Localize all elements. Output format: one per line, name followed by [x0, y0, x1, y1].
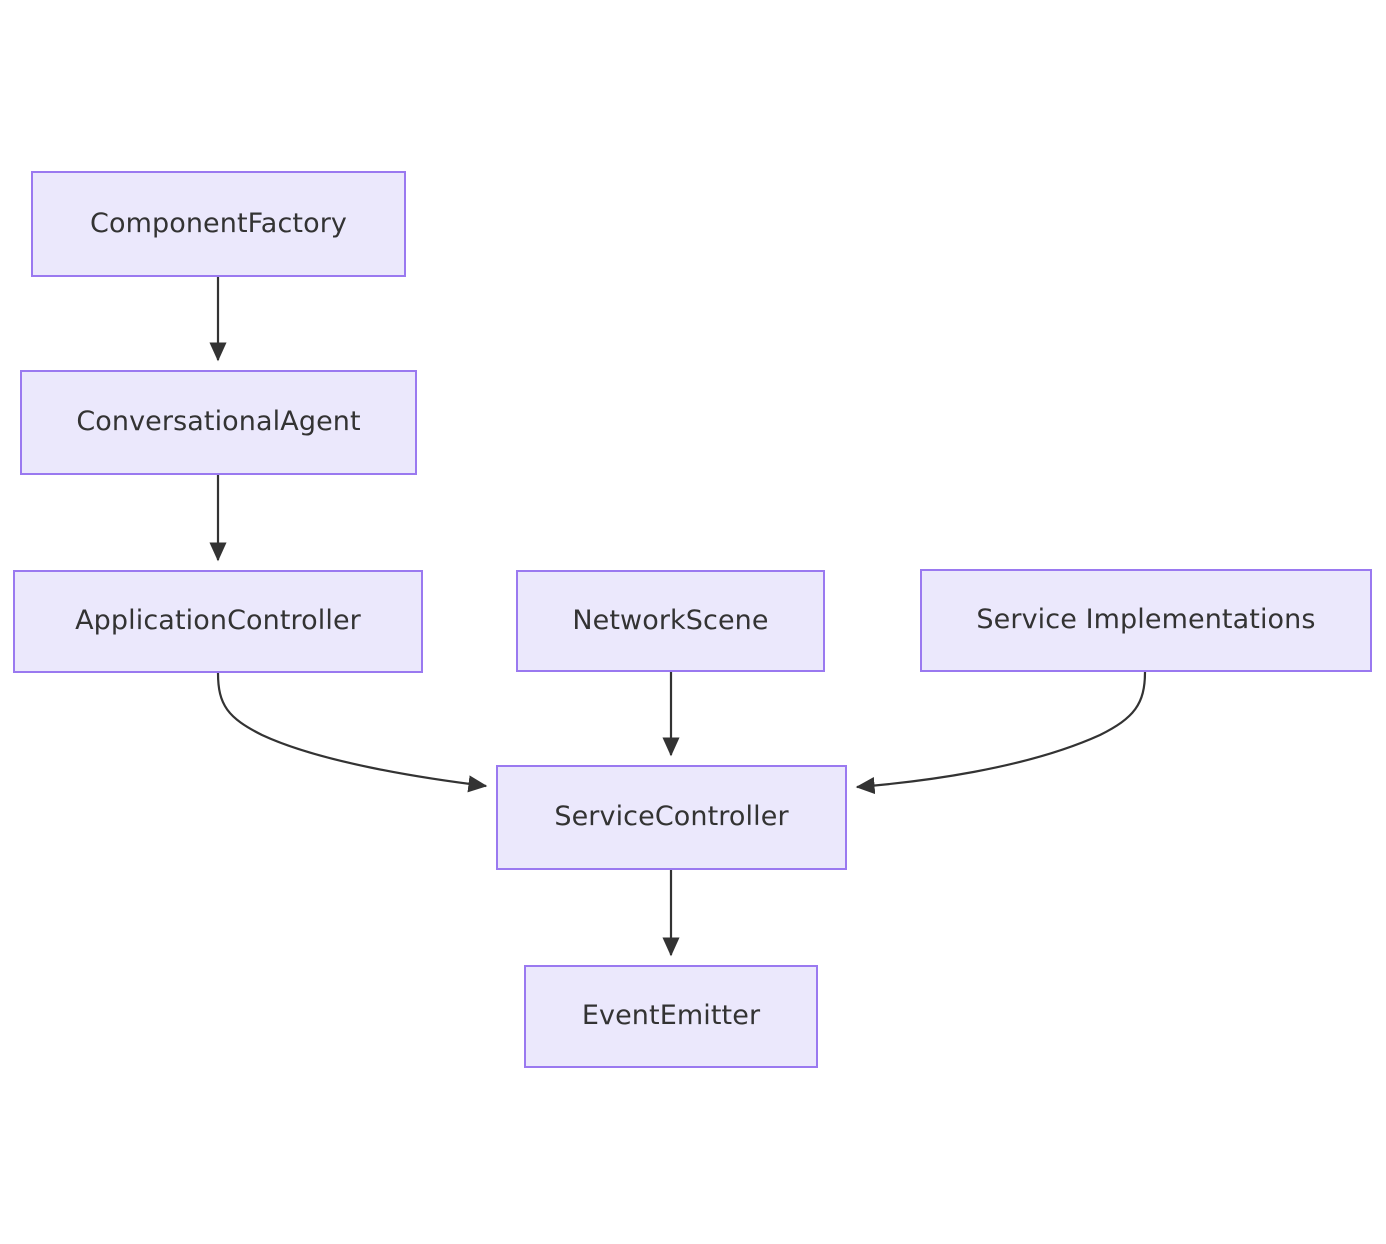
node-label: ComponentFactory	[90, 207, 347, 239]
node-label: EventEmitter	[581, 1000, 761, 1032]
edge-app-controller-to-service	[216, 672, 488, 793]
node-application-controller[interactable]: ApplicationController	[13, 570, 423, 673]
node-label: Service Implementations	[976, 604, 1316, 636]
node-label: ApplicationController	[75, 605, 361, 637]
node-conversational-agent[interactable]: ConversationalAgent	[20, 370, 417, 475]
node-event-emitter[interactable]: EventEmitter	[524, 965, 818, 1068]
edge-service-impl-to-service	[855, 671, 1147, 795]
node-label: ConversationalAgent	[76, 406, 361, 438]
node-service-controller[interactable]: ServiceController	[496, 765, 847, 870]
node-component-factory[interactable]: ComponentFactory	[31, 171, 406, 277]
node-label: NetworkScene	[572, 604, 769, 636]
node-label: ServiceController	[554, 801, 789, 833]
node-network-scene[interactable]: NetworkScene	[516, 570, 825, 672]
node-service-implementations[interactable]: Service Implementations	[920, 569, 1372, 672]
